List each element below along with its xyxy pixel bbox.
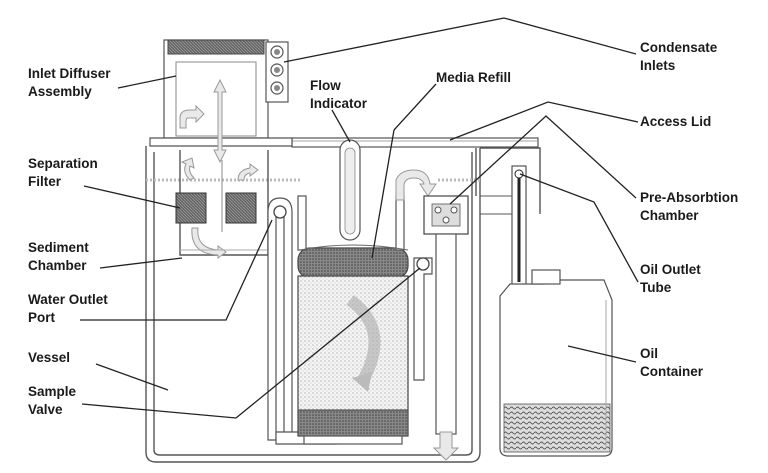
label-oil-outlet-tube: Oil Outlet Tube — [640, 262, 705, 295]
label-access-lid: Access Lid — [640, 114, 711, 129]
label-oil-container: Oil Container — [640, 346, 704, 379]
label-inlet-diffuser: Inlet Diffuser Assembly — [28, 66, 114, 99]
label-condensate-inlets: Condensate Inlets — [640, 40, 721, 73]
media-cartridge — [297, 169, 437, 445]
vessel-body — [145, 146, 481, 463]
separation-filter — [175, 150, 269, 259]
label-flow-indicator: Flow Indicator — [310, 78, 368, 111]
flow-indicator — [339, 139, 361, 241]
condensate-inlets — [265, 41, 289, 103]
pre-absorbtion-chamber — [423, 147, 541, 461]
label-water-outlet-port: Water Outlet Port — [28, 292, 112, 325]
inlet-diffuser-assembly — [149, 39, 293, 164]
sample-valve — [413, 257, 433, 381]
label-vessel: Vessel — [28, 350, 70, 365]
access-lid — [291, 137, 539, 148]
oil-outlet-tube — [480, 165, 527, 287]
media-refill — [299, 244, 409, 251]
leader-lines — [80, 17, 639, 419]
label-pre-absorbtion-chamber: Pre-Absorbtion Chamber — [640, 190, 742, 223]
label-media-refill: Media Refill — [436, 70, 511, 85]
oil-container — [499, 269, 613, 457]
label-sediment-chamber: Sediment Chamber — [28, 240, 93, 273]
labels: Inlet Diffuser Assembly Separation Filte… — [28, 40, 742, 417]
label-separation-filter: Separation Filter — [28, 156, 102, 189]
label-sample-valve: Sample Valve — [28, 384, 80, 417]
